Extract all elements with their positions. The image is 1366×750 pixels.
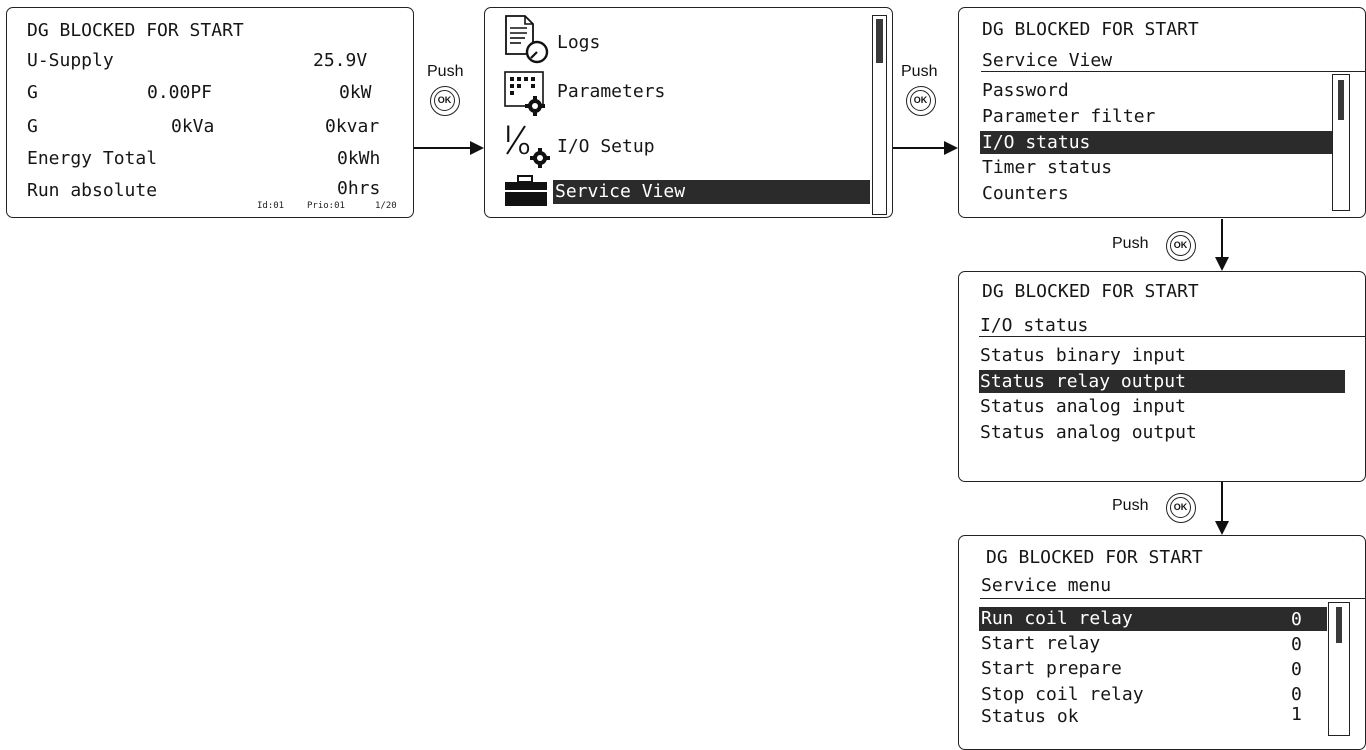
kw-value: 0kW <box>339 82 372 103</box>
item-parameter-filter[interactable]: Parameter filter <box>982 106 1156 127</box>
g-label-1: G <box>27 82 38 103</box>
io-status-header: DG BLOCKED FOR START <box>982 281 1199 302</box>
main-menu-panel: Logs Parameters I o I/O Setup Service Vi… <box>484 7 893 218</box>
service-view-panel: DG BLOCKED FOR START Service View Passwo… <box>958 7 1366 218</box>
push-label-2: Push <box>901 63 938 80</box>
value-stop-coil-relay: 0 <box>1291 684 1302 705</box>
menu-scrollbar[interactable] <box>872 15 887 215</box>
service-view-scrollbar[interactable] <box>1332 74 1350 211</box>
io-status-title: I/O status <box>980 315 1089 336</box>
parameters-icon <box>504 71 545 116</box>
item-status-ok[interactable]: Status ok <box>981 706 1079 727</box>
item-timer-status[interactable]: Timer status <box>982 157 1113 178</box>
svg-text:o: o <box>518 135 530 159</box>
push-label-1: Push <box>427 63 464 80</box>
io-status-panel: DG BLOCKED FOR START I/O status Status b… <box>958 271 1366 482</box>
item-io-status-selected[interactable]: I/O status <box>980 131 1333 154</box>
value-status-ok: 1 <box>1291 704 1302 725</box>
g-label-2: G <box>27 116 38 137</box>
title-divider <box>980 598 1366 599</box>
ok-button-2[interactable]: OK <box>906 86 936 116</box>
item-start-prepare[interactable]: Start prepare <box>981 658 1122 679</box>
page-indicator: 1/20 <box>375 201 397 211</box>
energy-total-label: Energy Total <box>27 148 158 169</box>
energy-total-value: 0kWh <box>337 148 381 169</box>
item-io-status: I/O status <box>982 132 1091 153</box>
value-start-relay: 0 <box>1291 634 1302 655</box>
menu-item-io-setup[interactable]: I/O Setup <box>557 136 655 157</box>
service-view-header: DG BLOCKED FOR START <box>982 19 1199 40</box>
menu-scrollbar-thumb[interactable] <box>876 19 883 63</box>
u-supply-value: 25.9V <box>313 50 368 71</box>
item-status-relay-output: Status relay output <box>980 371 1186 392</box>
item-password[interactable]: Password <box>982 80 1069 101</box>
prio-indicator: Prio:01 <box>307 201 345 211</box>
menu-item-parameters[interactable]: Parameters <box>557 81 666 102</box>
item-run-coil-relay-selected[interactable]: Run coil relay 0 <box>979 607 1327 631</box>
service-view-title: Service View <box>982 50 1113 71</box>
service-view-scrollbar-thumb[interactable] <box>1338 80 1344 120</box>
status-display-panel: DG BLOCKED FOR START U-Supply 25.9V G 0.… <box>6 7 414 218</box>
item-status-analog-output[interactable]: Status analog output <box>980 422 1197 443</box>
ok-button-4[interactable]: OK <box>1166 493 1196 523</box>
service-menu-header: DG BLOCKED FOR START <box>986 547 1203 568</box>
item-status-binary-input[interactable]: Status binary input <box>980 345 1186 366</box>
menu-item-service-view: Service View <box>555 181 686 202</box>
ok-icon: OK <box>1170 235 1191 256</box>
ok-icon: OK <box>434 90 455 111</box>
menu-item-service-view-selected[interactable]: Service View <box>553 180 870 204</box>
svg-text:I: I <box>505 123 512 148</box>
service-menu-scrollbar-thumb[interactable] <box>1336 607 1342 643</box>
power-factor-value: 0.00PF <box>147 82 213 103</box>
ok-icon: OK <box>910 90 931 111</box>
io-setup-icon: I o <box>505 123 550 168</box>
item-status-analog-input[interactable]: Status analog input <box>980 396 1186 417</box>
push-label-3: Push <box>1112 235 1149 252</box>
service-menu-scrollbar[interactable] <box>1328 602 1350 736</box>
item-stop-coil-relay[interactable]: Stop coil relay <box>981 684 1144 705</box>
push-label-4: Push <box>1112 497 1149 514</box>
value-run-coil-relay: 0 <box>1291 609 1302 630</box>
kva-value: 0kVa <box>171 116 215 137</box>
kvar-value: 0kvar <box>325 116 380 137</box>
ok-icon: OK <box>1170 497 1191 518</box>
ok-button-3[interactable]: OK <box>1166 231 1196 261</box>
ok-button-1[interactable]: OK <box>430 86 460 116</box>
title-divider <box>981 71 1366 72</box>
item-status-relay-output-selected[interactable]: Status relay output <box>979 370 1345 393</box>
run-absolute-value: 0hrs <box>337 178 381 199</box>
item-run-coil-relay: Run coil relay <box>981 608 1133 629</box>
id-indicator: Id:01 <box>257 201 285 211</box>
u-supply-label: U-Supply <box>27 50 114 71</box>
title-divider <box>979 336 1366 337</box>
panel1-header: DG BLOCKED FOR START <box>27 20 244 41</box>
menu-item-logs[interactable]: Logs <box>557 32 601 53</box>
run-absolute-label: Run absolute <box>27 180 158 201</box>
item-counters[interactable]: Counters <box>982 183 1069 204</box>
logs-icon <box>505 15 549 64</box>
service-menu-panel: DG BLOCKED FOR START Service menu Run co… <box>958 535 1366 750</box>
service-menu-title: Service menu <box>981 575 1112 596</box>
service-view-icon <box>505 175 547 206</box>
value-start-prepare: 0 <box>1291 659 1302 680</box>
item-start-relay[interactable]: Start relay <box>981 633 1101 654</box>
